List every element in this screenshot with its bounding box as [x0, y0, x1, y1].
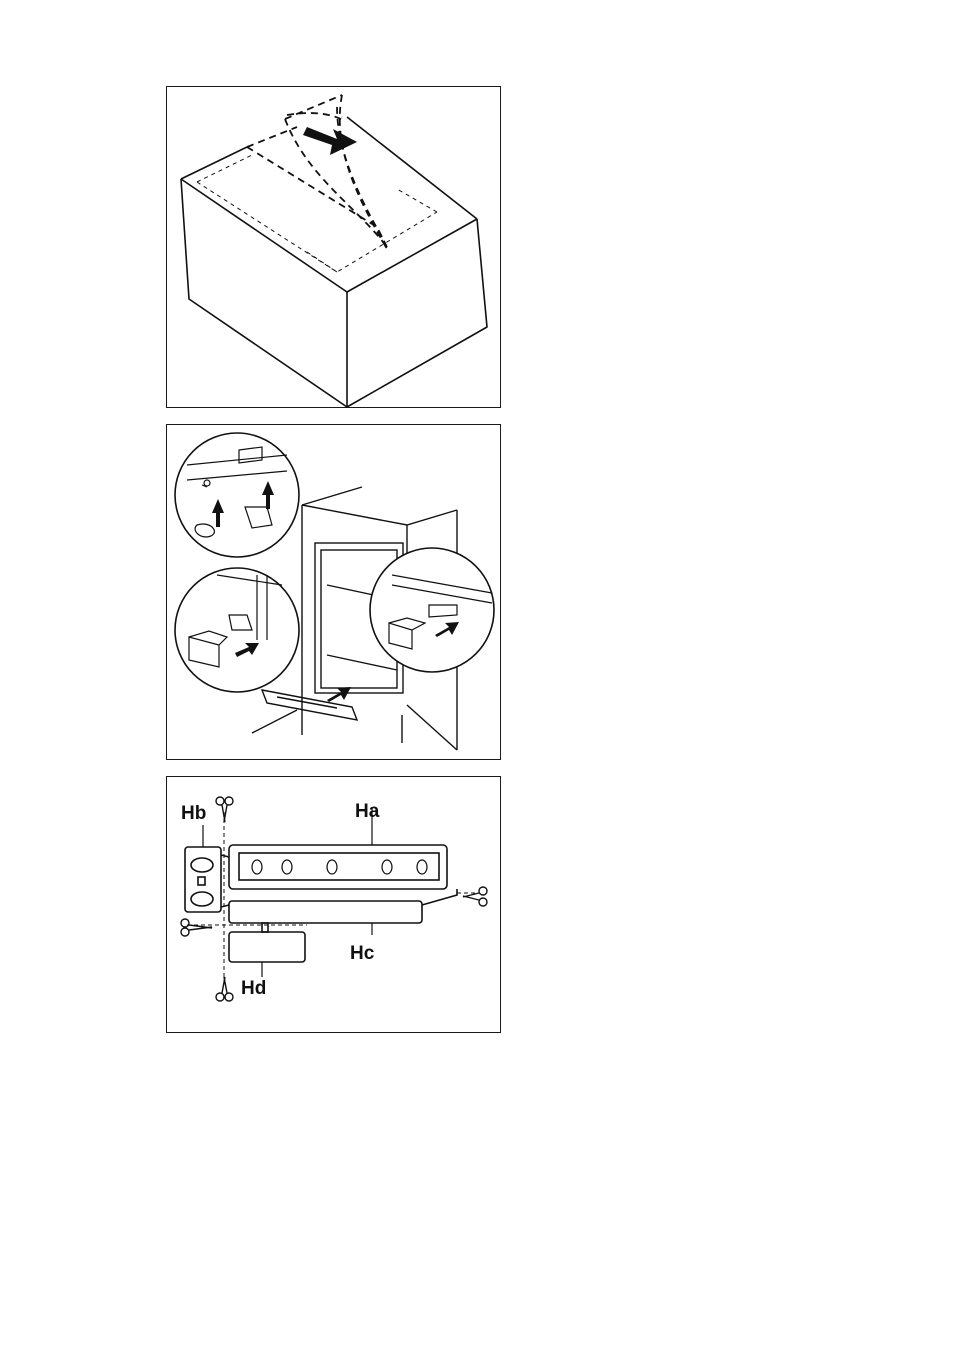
figure-transit-protection [166, 424, 501, 760]
label-hc: Hc [350, 943, 375, 964]
hinge-parts-illustration: Hb Ha Hc Hd [167, 777, 502, 1034]
appliance-illustration [167, 425, 502, 761]
scissors-icon [181, 919, 212, 936]
box-illustration [167, 87, 502, 409]
figure-hinge-cover-parts: Hb Ha Hc Hd [166, 776, 501, 1033]
label-hb: Hb [181, 803, 206, 824]
figure-box-unpacking [166, 86, 501, 408]
label-hd: Hd [241, 978, 266, 999]
scissors-icon [216, 797, 233, 822]
scissors-icon [463, 887, 487, 906]
label-ha: Ha [355, 801, 380, 822]
arrow-icon [303, 127, 357, 155]
scissors-icon [216, 977, 233, 1001]
